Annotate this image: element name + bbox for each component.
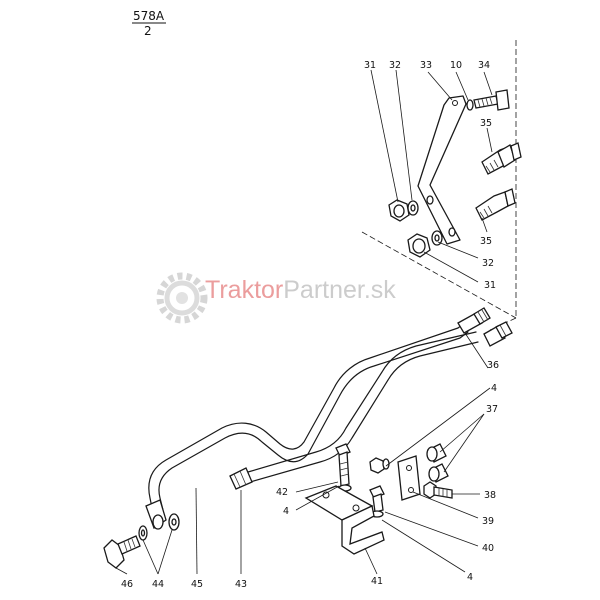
banjo-fitting [145,499,167,530]
label-43: 43 [235,579,247,590]
label-42: 42 [276,487,288,498]
washer-32-bottom [431,230,443,246]
label-34: 34 [478,60,490,71]
label-32-bottom: 32 [482,258,494,269]
label-38: 38 [484,490,496,501]
label-10: 10 [450,60,462,71]
label-4-c: 4 [283,506,289,517]
pipe-45 [148,307,491,511]
label-31-bottom: 31 [484,280,496,291]
label-35-top: 35 [480,118,492,129]
washer-small-bottom [448,227,456,237]
watermark-brand-a: Traktor [205,276,283,304]
label-36: 36 [487,360,499,371]
rubber-block-37-lower [428,463,449,483]
leader-lines [115,69,493,575]
bolt-38 [423,481,453,499]
page-number: 2 [144,24,152,38]
part-labels: 31 32 33 10 34 35 35 32 31 36 4 37 38 39… [121,60,499,590]
bolt-bracket [369,485,385,518]
label-35-bottom: 35 [480,236,492,247]
label-46: 46 [121,579,133,590]
pipe-43 [229,321,513,490]
label-4-a: 4 [491,383,497,394]
label-40: 40 [482,543,494,554]
rubber-block-37-upper [426,443,447,463]
label-39: 39 [482,516,494,527]
nut-31-bottom [407,233,431,258]
washer-44-b [138,525,148,541]
label-32-top: 32 [389,60,401,71]
label-44: 44 [152,579,164,590]
washer-10 [466,99,474,111]
label-4-b: 4 [467,572,473,583]
bracket-41 [304,485,385,555]
watermark-brand-b: Partner.sk [283,276,396,304]
bolt-46 [103,535,141,569]
label-33: 33 [420,60,432,71]
fitting-35-upper [481,142,522,175]
watermark: TraktorPartner.sk [156,272,396,324]
label-45: 45 [191,579,203,590]
svg-text:TraktorPartner.sk: TraktorPartner.sk [205,276,396,304]
gear-icon [156,272,208,324]
washer-small-top [426,195,434,205]
bolt-34 [473,89,510,111]
sheet-number: 578A [133,9,165,23]
nut-31-top [388,199,410,222]
washer-32-top [407,200,419,216]
washer-44-a [168,513,180,531]
clamp-plate-39 [397,455,421,501]
label-37: 37 [486,404,498,415]
label-31-top: 31 [364,60,376,71]
label-41: 41 [371,576,383,587]
sheet-header: 578A 2 [132,9,166,38]
bolt-42 [335,443,352,492]
bracket-plate-33 [417,95,467,245]
fitting-35-lower [475,188,516,221]
